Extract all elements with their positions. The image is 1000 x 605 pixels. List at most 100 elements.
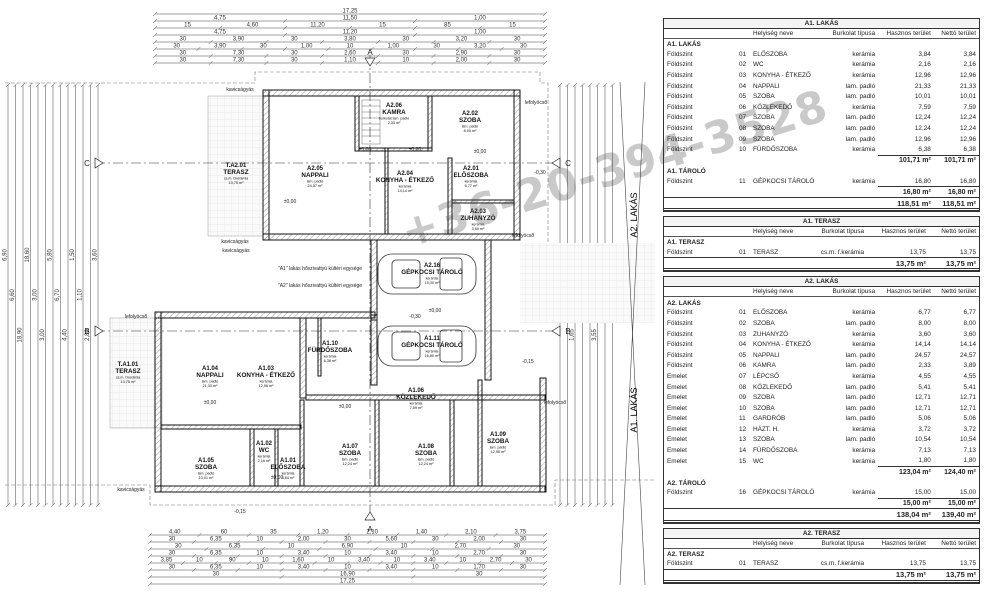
dimension-value: 15 xyxy=(509,23,516,29)
section-label: A xyxy=(367,525,373,534)
room-name: KÖZLEKEDŐ xyxy=(396,392,436,401)
dimension-value: 1,20 xyxy=(317,530,329,536)
plan-note: kavicságyás xyxy=(222,248,250,254)
table-cell: Földszint xyxy=(667,362,693,370)
dimension-tick xyxy=(542,574,548,580)
dimension-tick xyxy=(610,82,615,88)
table-cell: kerámia xyxy=(852,103,876,111)
dimension-tick xyxy=(319,60,325,66)
terrace-a2 xyxy=(207,95,264,237)
dimension-value: 1,40 xyxy=(416,530,428,536)
room-area: 12,96 m² xyxy=(259,384,275,388)
room-finish: kerámia xyxy=(282,472,295,476)
dimension-tick xyxy=(65,502,71,508)
room-area: 12,24 m² xyxy=(343,462,359,466)
dimension-value: 30 xyxy=(525,558,532,564)
dimension-tick xyxy=(369,46,374,52)
plan-note: -0,15 xyxy=(234,509,246,515)
left-dimension-chain: 6,906,6018,9018,603,003,005,806,704,401,… xyxy=(3,82,101,508)
dimension-value: 3,20 xyxy=(474,44,486,50)
dimension-tick xyxy=(411,574,416,580)
table-cell: SZOBA xyxy=(753,125,775,133)
dimension-tick xyxy=(565,82,570,88)
table-cell: 10,54 xyxy=(960,436,976,444)
room-code: A2.01 xyxy=(463,166,480,172)
table-cell: Földszint xyxy=(667,61,693,69)
table-cell: 24,57 xyxy=(960,351,976,359)
dimension-tick xyxy=(282,18,288,24)
table-cell: 14,14 xyxy=(960,341,976,349)
section-marker: B xyxy=(551,325,571,337)
table-cell: 08 xyxy=(739,125,747,133)
room-finish: lam. padló xyxy=(342,458,359,462)
dimension-tick xyxy=(345,560,350,566)
table-cell: 10,01 xyxy=(914,93,931,101)
room-name: ELŐSZOBA xyxy=(454,170,489,179)
table-cell: 6,38 xyxy=(963,145,976,153)
room-name: NAPPALI xyxy=(196,372,223,379)
room-area: 21,33 m² xyxy=(203,384,219,388)
column-header-row: Helyiség neve Burkolat típusa Hasznos te… xyxy=(664,227,979,238)
dimension-tick xyxy=(235,539,240,545)
dimension-value: 17,25 xyxy=(340,579,356,585)
dimension-tick xyxy=(557,502,563,508)
table-cell: 3,84 xyxy=(963,50,976,58)
dimension-value: 2,10 xyxy=(465,530,477,536)
table-cell: kerámia xyxy=(852,341,876,349)
table-cell: kerámia xyxy=(852,50,876,58)
dimension-value: 30 xyxy=(180,51,187,57)
dimension-value: 30 xyxy=(402,37,409,43)
plan-note: kavicságyás xyxy=(117,487,145,493)
dimension-value: 30 xyxy=(291,37,298,43)
table-cell: 13,75 m² xyxy=(928,257,979,272)
room-code: A1.10 xyxy=(322,341,339,347)
dimension-value: 10 xyxy=(402,58,409,64)
table-cell: 3,89 xyxy=(963,362,976,370)
table-cell: 13,75 m² xyxy=(928,568,979,583)
room-code: A1.06 xyxy=(408,388,425,394)
dimension-value: 30 xyxy=(520,551,527,557)
group-row: A2. TERASZ xyxy=(664,548,979,559)
room-name: TERASZ xyxy=(223,169,248,176)
dimension-tick xyxy=(542,546,548,552)
dimension-tick xyxy=(542,32,548,38)
dimension-value: 30 xyxy=(180,58,187,64)
dimension-tick xyxy=(367,567,372,573)
table-header: A2. TERASZ xyxy=(664,528,979,539)
section-lines xyxy=(95,55,560,520)
right-strip-axis xyxy=(619,81,646,586)
dimension-value: 1,70 xyxy=(473,565,485,571)
dimension-value: 30 xyxy=(514,51,521,57)
table-cell: 12,96 xyxy=(914,135,931,143)
dimension-tick xyxy=(455,567,460,573)
table-cell: 02 xyxy=(739,61,747,69)
column-header: Hasznos terület xyxy=(878,287,934,298)
room-area: 12,96 m² xyxy=(491,450,507,454)
dimension-value: 10 xyxy=(262,558,269,564)
dimension-value: 2,10 xyxy=(366,530,378,536)
table-cell: FÜRDŐSZOBA xyxy=(753,447,798,455)
dimension-value: 10 xyxy=(347,44,354,50)
table-cell: 12,71 xyxy=(960,404,976,412)
section-marker: C xyxy=(84,157,104,169)
dimension-tick xyxy=(367,539,372,545)
dimension-value: 6,35 xyxy=(210,537,222,543)
table-cell: 10,01 xyxy=(960,93,976,101)
plan-note: lefolyócső xyxy=(512,233,534,239)
table-cell: lam. padló xyxy=(845,114,876,122)
dimension-tick xyxy=(95,502,101,508)
dimension-tick xyxy=(295,532,301,538)
table-cell: 6,77 xyxy=(963,309,976,317)
dimension-tick xyxy=(411,567,416,573)
table-cell: 12,71 xyxy=(914,404,931,412)
dimension-value: 3,00 xyxy=(40,329,46,341)
dimension-value: 3,75 xyxy=(514,530,526,536)
column-header-row: Helyiség neve Burkolat típusa Hasznos te… xyxy=(664,538,979,549)
dimension-tick xyxy=(204,546,209,552)
table-header: A2. LAKÁS xyxy=(664,277,979,288)
